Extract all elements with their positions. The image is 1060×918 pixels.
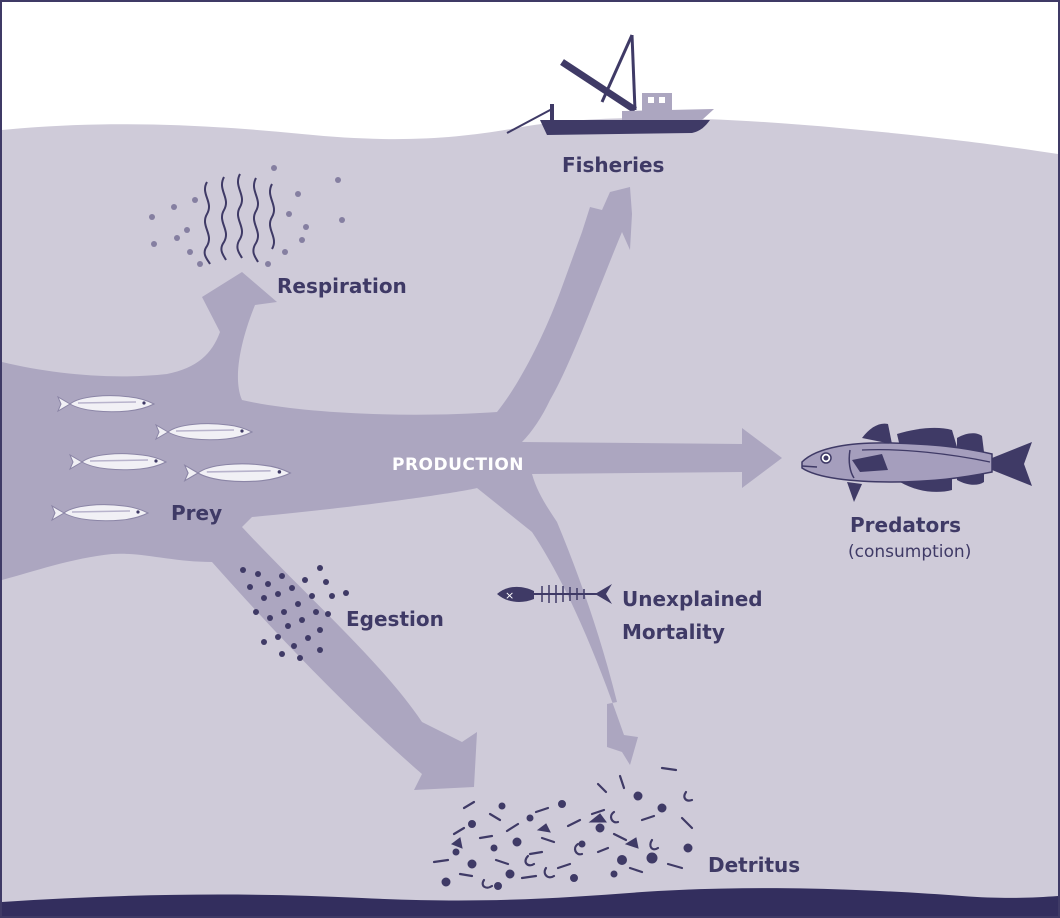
label-prey: Prey: [171, 501, 222, 525]
label-egestion: Egestion: [346, 607, 444, 631]
label-respiration: Respiration: [277, 274, 407, 298]
label-predators: Predators: [850, 513, 961, 537]
label-predators-consumption: (consumption): [848, 542, 971, 562]
label-production: PRODUCTION: [392, 455, 524, 475]
fishing-boat-icon: [507, 35, 714, 135]
label-unexplained: Unexplained: [622, 587, 763, 611]
label-mortality: Mortality: [622, 620, 725, 644]
label-fisheries: Fisheries: [562, 153, 664, 177]
label-detritus: Detritus: [708, 853, 800, 877]
svg-text:×: ×: [505, 589, 514, 602]
